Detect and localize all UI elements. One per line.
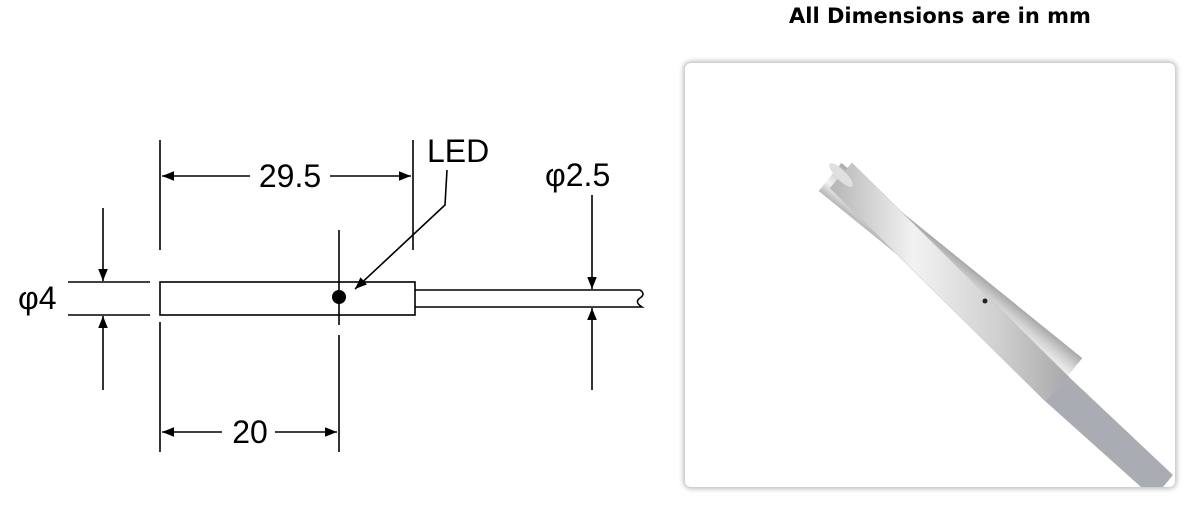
led-label: LED xyxy=(427,133,489,169)
cable-diameter-label: φ2.5 xyxy=(545,157,610,193)
product-photo xyxy=(685,63,1175,487)
led-leader xyxy=(354,169,448,290)
cable xyxy=(415,289,645,308)
sensor-body xyxy=(159,281,416,316)
sensor-cable xyxy=(1045,377,1173,487)
length-label: 29.5 xyxy=(259,158,321,194)
led-window xyxy=(982,298,988,304)
led-position-label: 20 xyxy=(232,414,268,450)
body-diameter-label: φ4 xyxy=(18,280,57,316)
led-dot xyxy=(332,290,346,304)
dimension-drawing: 29.5 20 φ4 φ2.5 LED xyxy=(18,133,645,452)
sensor-face xyxy=(829,163,853,187)
units-note: All Dimensions are in mm xyxy=(789,4,1091,28)
sensor-photo-illustration xyxy=(818,162,1173,487)
sensor-metal-body xyxy=(829,162,1070,402)
